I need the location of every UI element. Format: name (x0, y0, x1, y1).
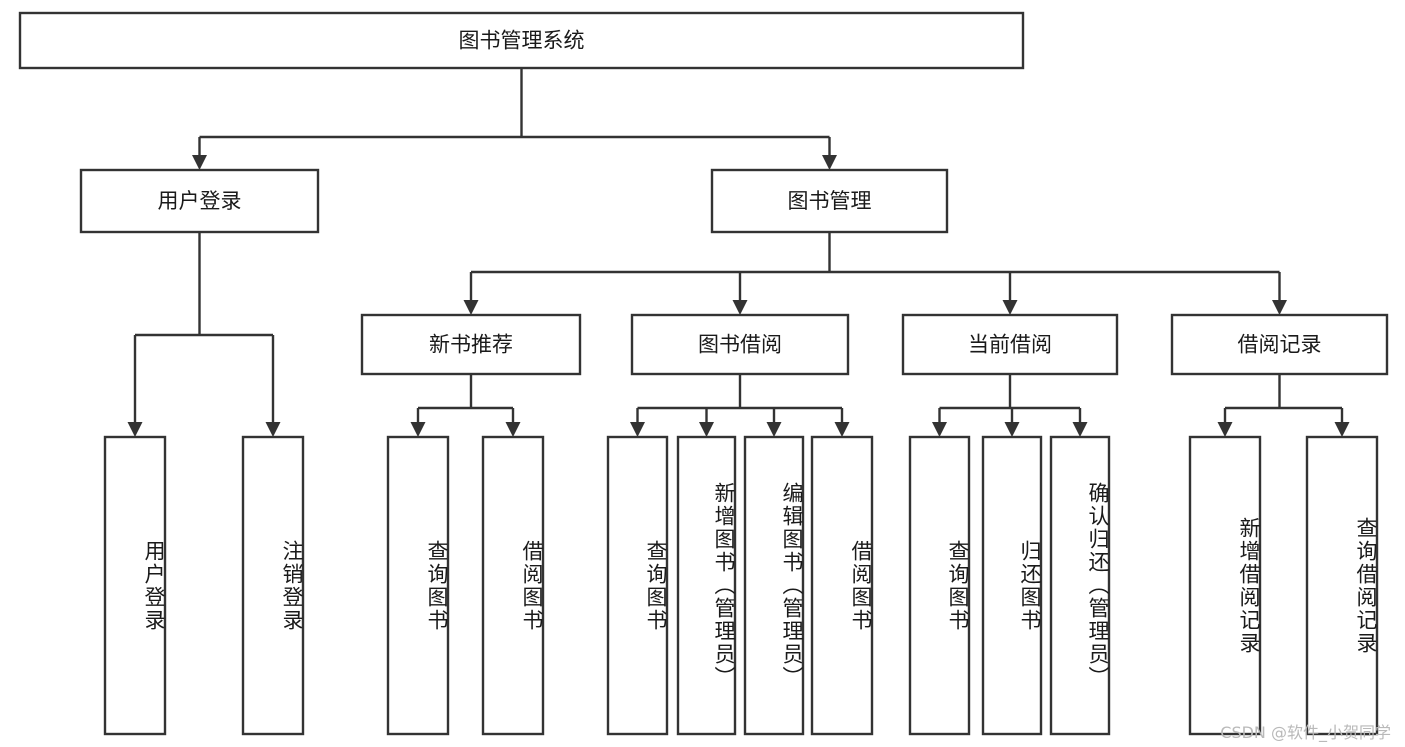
node-label-level3-1: 图书借阅 (698, 333, 782, 357)
leaf-box-5[interactable] (676, 435, 737, 736)
conn-leafgroup-2-arrow-3 (834, 422, 850, 437)
leaf-box-10[interactable] (1049, 435, 1111, 736)
leaf-box-3[interactable] (481, 435, 545, 736)
conn-leafgroup-2-arrow-1 (699, 422, 714, 437)
leaf-box-0[interactable] (103, 435, 167, 736)
node-label-level2-1: 图书管理 (788, 189, 872, 213)
node-box-level3-3[interactable] (1170, 313, 1389, 376)
node-box-level3-1[interactable] (630, 313, 850, 376)
conn-leafgroup-2-arrow-0 (630, 422, 645, 437)
node-box-level2-0[interactable] (79, 168, 320, 234)
leaf-box-1[interactable] (241, 435, 305, 736)
conn-bookmgmt-arrow-2 (1002, 300, 1018, 315)
conn-bookmgmt-arrow-0 (463, 300, 479, 315)
node-label-root: 图书管理系统 (459, 29, 585, 53)
conn-bookmgmt-arrow-1 (732, 300, 748, 315)
leaf-box-8[interactable] (908, 435, 971, 736)
node-label-level2-0: 用户登录 (158, 189, 242, 213)
leaf-box-9[interactable] (981, 435, 1043, 736)
leaf-box-2[interactable] (386, 435, 450, 736)
watermark-text: CSDN @软件_小贺同学 (1220, 723, 1391, 742)
node-label-level3-0: 新书推荐 (429, 333, 513, 357)
node-box-level3-0[interactable] (360, 313, 582, 376)
conn-leafgroup-1-arrow-1 (505, 422, 521, 437)
conn-root-arrow-1 (822, 155, 837, 170)
conn-bookmgmt-arrow-3 (1272, 300, 1287, 315)
node-box-root[interactable] (18, 11, 1025, 70)
conn-leafgroup-2-arrow-2 (766, 422, 782, 437)
conn-leafgroup-3-arrow-1 (1004, 422, 1020, 437)
leaf-box-11[interactable] (1188, 435, 1262, 736)
leaf-box-7[interactable] (810, 435, 874, 736)
node-label-level3-3: 借阅记录 (1238, 333, 1322, 357)
conn-leafgroup-0-arrow-1 (265, 422, 281, 437)
conn-leafgroup-4-arrow-0 (1217, 422, 1233, 437)
leaf-box-12[interactable] (1305, 435, 1379, 736)
connector-layer (127, 68, 1350, 437)
node-box-layer (18, 11, 1389, 736)
conn-leafgroup-3-arrow-2 (1072, 422, 1088, 437)
conn-root-arrow-0 (192, 155, 207, 170)
leaf-box-6[interactable] (743, 435, 805, 736)
conn-leafgroup-0-arrow-0 (127, 422, 143, 437)
conn-leafgroup-3-arrow-0 (932, 422, 947, 437)
leaf-box-4[interactable] (606, 435, 669, 736)
conn-leafgroup-1-arrow-0 (410, 422, 426, 437)
node-label-level3-2: 当前借阅 (968, 333, 1052, 357)
node-box-level3-2[interactable] (901, 313, 1119, 376)
node-box-level2-1[interactable] (710, 168, 949, 234)
conn-leafgroup-4-arrow-1 (1334, 422, 1350, 437)
